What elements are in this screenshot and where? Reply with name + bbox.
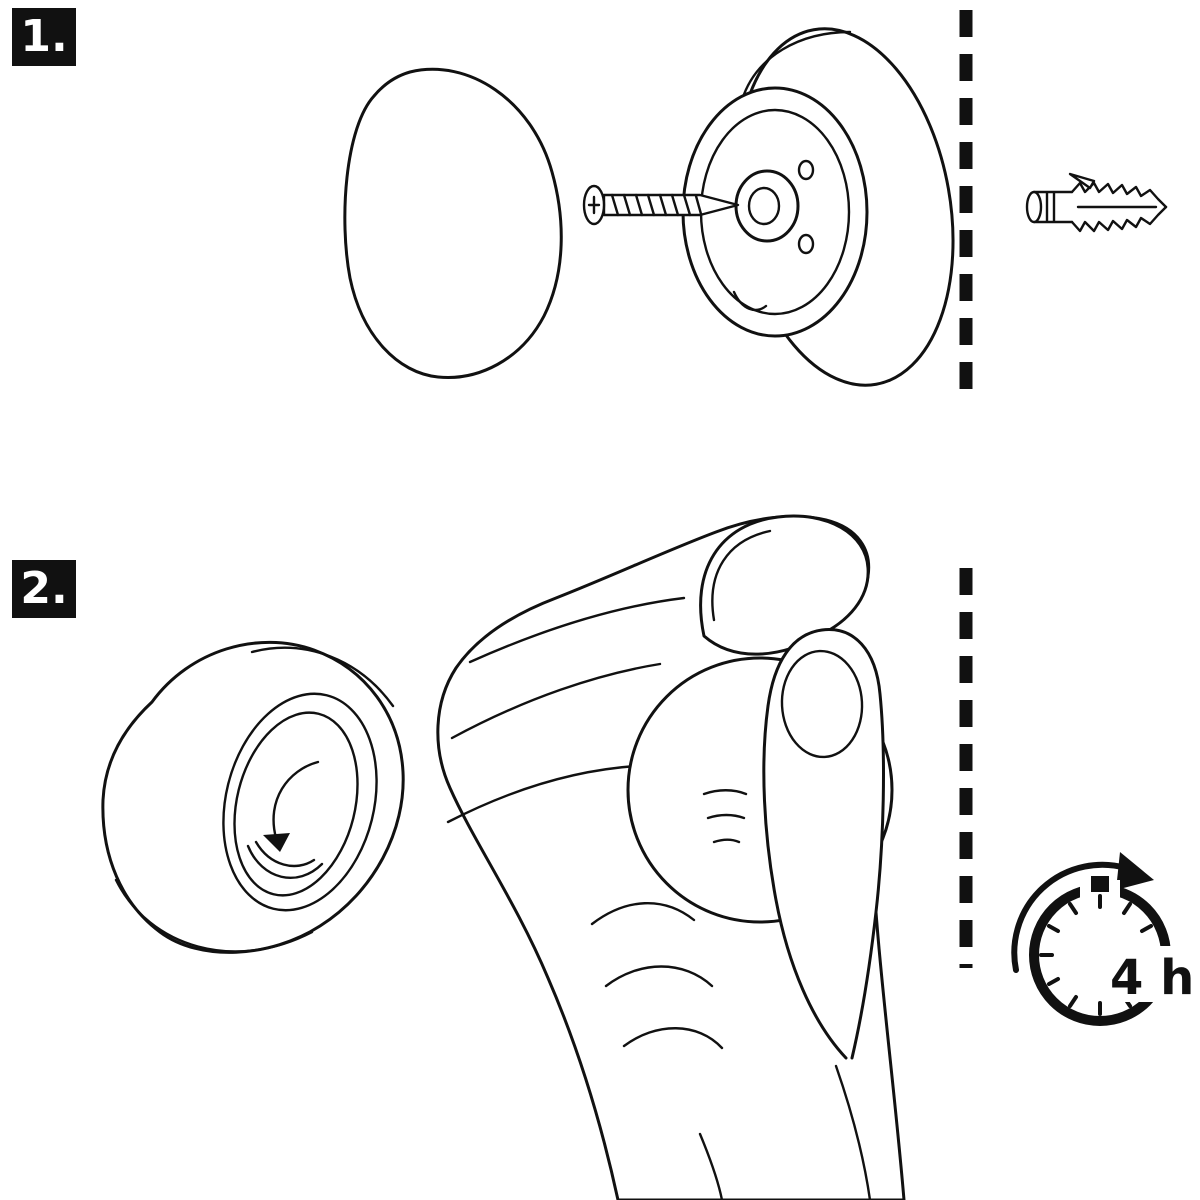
bracket-top-lip xyxy=(740,30,852,102)
bracket-bottom-tab xyxy=(732,290,768,312)
bracket-hole-bottom xyxy=(797,233,815,255)
timer-duration-label: 4 h xyxy=(1110,950,1194,1006)
wall-anchor-icon xyxy=(1025,172,1168,233)
thumbnail xyxy=(780,649,864,759)
knob-crease-lines xyxy=(702,789,748,844)
cover-cap-drawing xyxy=(343,67,563,379)
rotation-arrow-head xyxy=(263,833,290,852)
screw-threads xyxy=(610,193,703,217)
step-1-figure xyxy=(343,10,1168,402)
bracket-hole-top xyxy=(797,159,815,181)
knob-ring-inner xyxy=(233,711,359,897)
timer-arrow-head xyxy=(1116,852,1154,890)
curled-finger-lines xyxy=(590,902,724,1050)
finger-separation-lines xyxy=(446,596,686,824)
knob-notch xyxy=(246,840,324,879)
cover-cap-outline xyxy=(343,67,563,379)
assembled-knob-rotation xyxy=(101,640,405,954)
screw-drawing xyxy=(582,184,740,226)
timer-knob xyxy=(1091,876,1109,892)
timer-label-backdrop xyxy=(1106,946,1192,1002)
timer-icon: 4 h xyxy=(1011,852,1194,1026)
anchor-shaft xyxy=(1032,190,1074,224)
anchor-fin xyxy=(1068,172,1096,190)
wrist-lines xyxy=(698,1064,872,1200)
timer-arrow-arc xyxy=(1011,861,1129,973)
anchor-collar xyxy=(1025,190,1043,224)
step-1-badge: 1. xyxy=(12,8,76,66)
bracket-hub-hole xyxy=(747,186,781,226)
screw-phillips-slot xyxy=(587,195,601,215)
fingertip-fold-line xyxy=(711,529,772,622)
wall-bracket-drawing xyxy=(681,27,955,387)
knob-top-lip xyxy=(250,646,395,708)
anchor-barbs-bottom xyxy=(1070,205,1168,233)
rotation-arrow-curve xyxy=(272,760,320,840)
anchor-barbs-top xyxy=(1070,181,1168,209)
index-fingertip xyxy=(699,514,870,656)
step-2-badge: 2. xyxy=(12,560,76,618)
step-2-figure: 4 h xyxy=(101,514,1194,1200)
knob-bottom-rim xyxy=(114,878,314,953)
hand-pressing-knob xyxy=(436,514,906,1200)
